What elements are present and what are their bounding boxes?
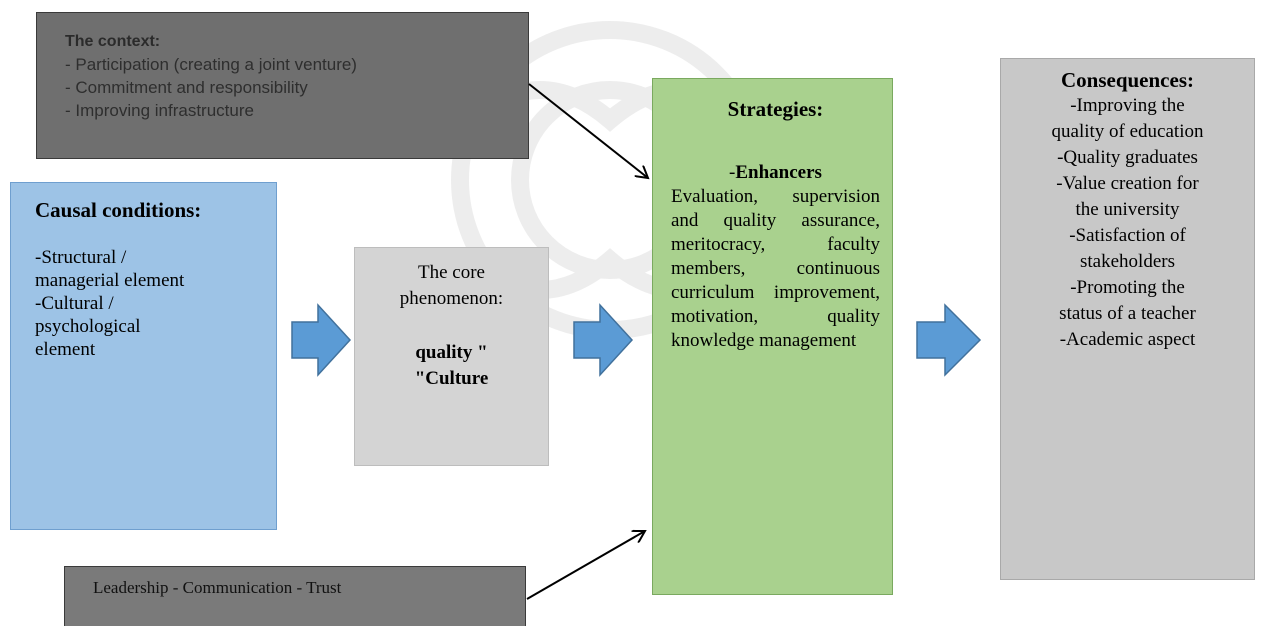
core-phenomenon-title: The core phenomenon:: [355, 260, 548, 312]
strategies-box: Strategies: -Enhancers Evaluation, super…: [652, 78, 893, 595]
consequence-line: -Value creation for: [1056, 173, 1199, 194]
consequences-box: Consequences: -Improving the quality of …: [1000, 58, 1255, 580]
consequence-line: -Improving the: [1070, 95, 1185, 116]
causal-to-core-block-arrow: [291, 303, 352, 377]
causal-conditions-box: Causal conditions: -Structural / manager…: [10, 182, 277, 530]
strategies-title: Strategies:: [727, 97, 824, 121]
causal-line: -Structural /: [35, 247, 127, 268]
consequence-line: -Promoting the: [1070, 277, 1185, 298]
causal-line: psychological: [35, 316, 141, 337]
consequence-line: status of a teacher: [1059, 303, 1196, 324]
context-title: The context:: [65, 33, 161, 50]
intervening-to-strategies-arrow: [526, 531, 645, 600]
consequence-line: stakeholders: [1080, 251, 1175, 272]
core-to-strategies-block-arrow: [573, 303, 634, 377]
context-item: - Commitment and responsibility: [65, 78, 308, 97]
strategies-sub-prefix: -: [729, 162, 736, 183]
consequence-line: -Satisfaction of: [1069, 225, 1186, 246]
consequence-line: -Quality graduates: [1057, 147, 1198, 168]
strategies-body: Evaluation, supervision and quality assu…: [671, 186, 880, 351]
causal-line: element: [35, 339, 96, 360]
consequence-line: quality of education: [1051, 121, 1204, 142]
core-title-line: The core: [418, 262, 485, 283]
strategies-to-consequences-block-arrow: [916, 303, 982, 377]
core-emph-line: quality ": [415, 342, 488, 363]
strategies-sub-bold: Enhancers: [735, 162, 822, 183]
causal-line: -Cultural /: [35, 293, 114, 314]
context-item: - Participation (creating a joint ventur…: [65, 55, 357, 74]
consequence-line: -Academic aspect: [1059, 329, 1196, 350]
context-to-strategies-arrow: [528, 83, 648, 178]
core-title-line: phenomenon:: [399, 288, 504, 309]
consequence-line: the university: [1075, 199, 1180, 220]
causal-conditions-title: Causal conditions:: [35, 198, 202, 222]
core-phenomenon-box: The core phenomenon: quality " "Culture: [354, 247, 549, 466]
core-phenomenon-label: quality " "Culture: [355, 340, 548, 392]
causal-line: managerial element: [35, 270, 185, 291]
strategies-subtitle: -Enhancers: [671, 161, 880, 185]
context-box: The context: - Participation (creating a…: [36, 12, 529, 159]
consequences-title: Consequences:: [1060, 68, 1194, 92]
intervening-conditions-box: Leadership - Communication - Trust: [64, 566, 526, 626]
core-emph-line: "Culture: [414, 368, 489, 389]
context-item: - Improving infrastructure: [65, 101, 254, 120]
intervening-text: Leadership - Communication - Trust: [93, 578, 342, 597]
